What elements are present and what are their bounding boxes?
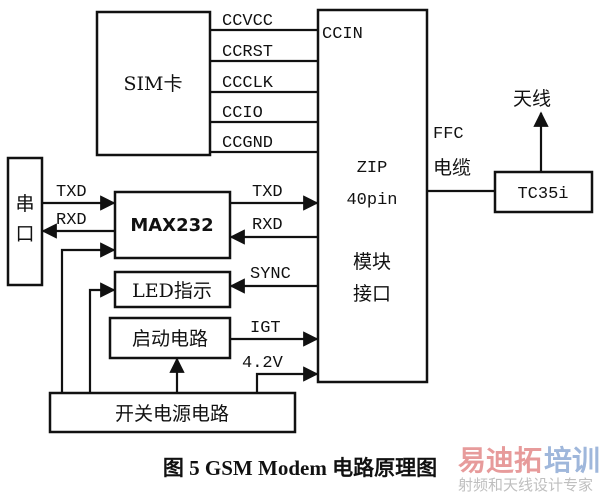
power-supply-block (48, 391, 297, 434)
tc35i-label: TC35i (517, 185, 568, 204)
watermark-logo: 易迪拓 培训 射频和天线设计专家 (458, 444, 600, 494)
watermark-main-red: 易迪拓 (458, 444, 542, 477)
zip-module-block (316, 8, 429, 384)
serial-rxd-label: RXD (56, 211, 87, 230)
figure-caption: 图 5 GSM Modem 电路原理图 (163, 456, 437, 480)
serial-label-2: 口 (15, 223, 34, 245)
serial-port-block (6, 156, 44, 287)
zip-label-3: 模块 (353, 251, 391, 273)
serial-txd-label: TXD (56, 183, 87, 202)
ccin-label: CCIN (322, 25, 363, 44)
sync-label: SYNC (250, 265, 291, 284)
sim-signal-lines (210, 28, 318, 154)
serial-label-1: 串 (15, 193, 34, 215)
zip-label-4: 接口 (353, 283, 391, 305)
power-to-led-arrow (88, 282, 116, 393)
tc35i-block (493, 170, 594, 214)
vcc-arrow (255, 366, 319, 393)
watermark-sub: 射频和天线设计专家 (458, 476, 593, 494)
zip-label-2: 40pin (346, 191, 397, 210)
power-supply-label: 开关电源电路 (115, 403, 229, 425)
vcc-label: 4.2V (242, 354, 284, 373)
signal-ccclk: CCCLK (222, 74, 274, 93)
ffc-label: FFC (433, 125, 464, 144)
zip-label-1: ZIP (357, 159, 388, 178)
sim-card-block (95, 10, 212, 157)
signal-ccrst: CCRST (222, 43, 273, 62)
startup-circuit-label: 启动电路 (132, 328, 208, 350)
zip-txd-label: TXD (252, 183, 283, 202)
watermark-main-blue: 培训 (544, 444, 600, 477)
max232-block (113, 190, 232, 260)
igt-label: IGT (250, 319, 281, 338)
zip-rxd-label: RXD (252, 216, 283, 235)
sim-card-label: SIM卡 (124, 73, 183, 95)
led-indicator-label: LED指示 (132, 280, 212, 302)
signal-ccio: CCIO (222, 104, 263, 123)
startup-circuit-block (108, 316, 232, 360)
signal-ccgnd: CCGND (222, 134, 273, 153)
cable-label: 电缆 (433, 157, 471, 179)
signal-ccvcc: CCVCC (222, 12, 273, 31)
antenna-label: 天线 (513, 88, 551, 110)
power-to-max232-arrow (60, 242, 116, 393)
max232-label: MAX232 (130, 215, 213, 236)
